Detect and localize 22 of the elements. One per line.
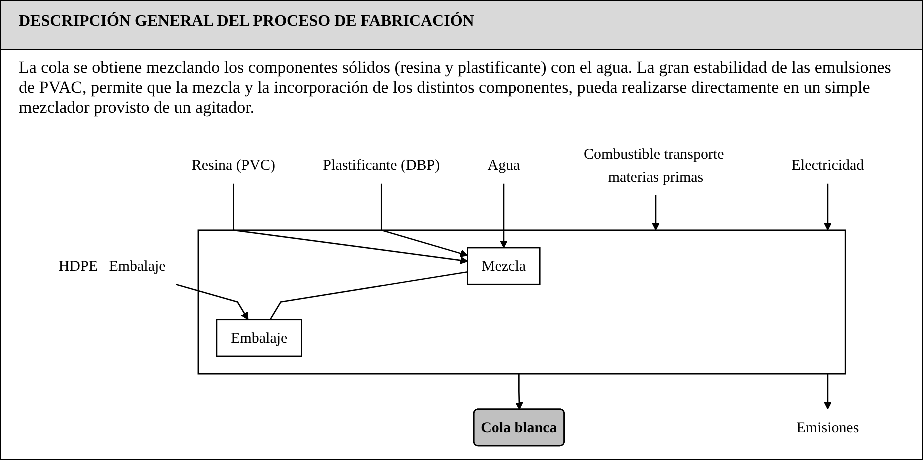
- arrow: [516, 374, 524, 410]
- arrow: [233, 184, 468, 264]
- arrow: [380, 184, 468, 258]
- node-text: Plastificante (DBP): [323, 156, 440, 174]
- arrow: [500, 184, 508, 248]
- node-text: Resina (PVC): [192, 156, 276, 174]
- arrow: [824, 374, 832, 410]
- arrow: [652, 195, 660, 231]
- node-box: [467, 247, 541, 286]
- node-text: HDPE Embalaje: [58, 258, 166, 274]
- arrow: [824, 184, 832, 231]
- cluster: [198, 230, 846, 375]
- node-text: Electricidad: [792, 156, 864, 174]
- connector: [270, 271, 468, 320]
- node-box: [216, 319, 302, 358]
- arrow: [176, 284, 249, 320]
- node-text: Agua: [488, 156, 520, 174]
- process-flow-diagram: Resina (PVC) Plastificante (DBP) Agua HDPE Embalaje Combustible transporte materias primas Electricidad Mezcla Embalaje Cola blanca Emisiones: [1, 129, 922, 453]
- node-text: Combustible transporte materias primas: [584, 146, 724, 185]
- node-text: Emisiones: [796, 419, 860, 436]
- heading-bar: DESCRIPCIÓN GENERAL DEL PROCESO DE FABRICACIÓN: [1, 1, 922, 50]
- description-paragraph: La cola se obtiene mezclando los componentes sólidos (resina y plastificante) con el agua. La gran estabilidad de las emulsiones de PVAC, permite que la mezcla y la incorporación de los distintos componentes, pueda realizarse directamente en un simple mezclador provisto de un agitador.: [18, 57, 892, 118]
